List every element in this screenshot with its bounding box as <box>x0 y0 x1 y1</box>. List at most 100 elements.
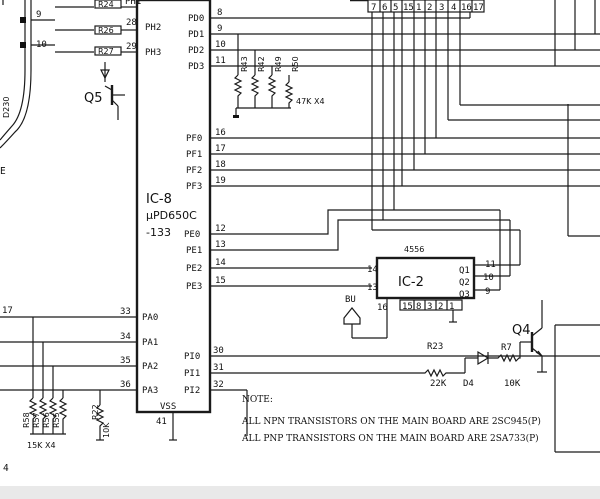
pin-34-num: 34 <box>120 332 131 342</box>
pin-pe3-label: PE3 <box>186 282 202 292</box>
r55-label: R55 <box>52 412 61 428</box>
pin-30-num: 30 <box>213 346 224 356</box>
pin-16-num: 16 <box>215 128 226 138</box>
r43-label: R43 <box>240 56 249 72</box>
r26-label: R26 <box>98 26 114 35</box>
pin-36-num: 36 <box>120 380 131 390</box>
r42-label: R42 <box>257 56 266 72</box>
pd-bus <box>210 0 600 82</box>
ic2-pin-8: 8 <box>416 302 421 312</box>
top-connector <box>350 0 485 13</box>
net-9-label: 9 <box>36 10 41 20</box>
r23-label: R23 <box>427 342 443 352</box>
ic2-q1-label: Q1 <box>459 266 470 276</box>
pin-pe0-label: PE0 <box>184 230 200 240</box>
pin-11-num: 11 <box>215 56 226 66</box>
pe-bus <box>210 209 521 290</box>
pin-31-num: 31 <box>213 363 224 373</box>
ic2-pin-13: 13 <box>367 283 378 293</box>
conn-pin-7: 7 <box>371 3 376 13</box>
note-title: NOTE: <box>242 395 273 405</box>
pf-bus <box>210 12 600 230</box>
conn-pin-5: 5 <box>393 3 398 13</box>
ic2-body <box>375 256 476 300</box>
r49-label: R49 <box>274 56 283 72</box>
ic2-bottom-pins <box>399 299 463 323</box>
pin-9-num: 9 <box>217 24 222 34</box>
bu-terminal <box>343 298 388 339</box>
r7-value: 10K <box>504 379 521 389</box>
ic2-q2-label: Q2 <box>459 278 470 288</box>
pin-pf3-label: PF3 <box>186 182 202 192</box>
ic2-pin-9: 9 <box>485 287 490 297</box>
ic8-vss-pin: 41 <box>156 417 167 427</box>
pin-18-num: 18 <box>215 160 226 170</box>
pin-pa1-label: PA1 <box>142 338 158 348</box>
conn-pin-4: 4 <box>451 3 456 13</box>
r7-label: R7 <box>501 343 512 353</box>
pi-bus <box>210 342 600 436</box>
pin-pa3-label: PA3 <box>142 386 158 396</box>
pin-28-num: 28 <box>126 18 137 28</box>
pin-pi1-label: PI1 <box>184 369 200 379</box>
r58-label: R58 <box>22 412 31 428</box>
pin-pe2-label: PE2 <box>186 264 202 274</box>
ic2-pin-1: 1 <box>449 302 454 312</box>
pin-8-num: 8 <box>217 8 222 18</box>
pin-pa2-label: PA2 <box>142 362 158 372</box>
d230-label: D230 <box>2 97 11 118</box>
pull-resistor-array <box>233 74 294 118</box>
ic2-pin-2: 2 <box>438 302 443 312</box>
pin-pd1-label: PD1 <box>188 30 204 40</box>
ic8-vss-label: VSS <box>160 402 176 412</box>
pin-12-num: 12 <box>215 224 226 234</box>
r24-label: R24 <box>98 0 114 9</box>
conn-pin-15: 15 <box>403 3 414 13</box>
r50-label: R50 <box>291 56 300 72</box>
ic8-suffix: -133 <box>146 226 171 239</box>
d4-label: D4 <box>463 379 474 389</box>
note-line-npn: ALL NPN TRANSISTORS ON THE MAIN BOARD AR… <box>241 416 541 427</box>
page-number: 4 <box>3 463 9 474</box>
pin-19-num: 19 <box>215 176 226 186</box>
pa-bus <box>0 316 177 441</box>
pin-pd2-label: PD2 <box>188 46 204 56</box>
ph-resistors <box>55 0 137 56</box>
footer-bar <box>0 486 600 499</box>
ic2-pin-15: 15 <box>402 302 413 312</box>
r23-value: 22K <box>430 379 447 389</box>
ic2-pin-16: 16 <box>377 303 388 313</box>
note-line-pnp: ALL PNP TRANSISTORS ON THE MAIN BOARD AR… <box>241 433 539 444</box>
q4-label: Q4 <box>512 323 531 338</box>
pin-pd0-label: PD0 <box>188 14 204 24</box>
q5-transistor <box>100 62 125 120</box>
ic2-pin-11: 11 <box>485 260 496 270</box>
edge-letter-e: E <box>0 166 6 177</box>
pin-32-num: 32 <box>213 380 224 390</box>
pin-pa0-label: PA0 <box>142 313 158 323</box>
bu-label: BU <box>345 295 356 305</box>
ic8-name: IC-8 <box>146 192 172 207</box>
conn-pin-6: 6 <box>382 3 387 13</box>
pin-10-num: 10 <box>215 40 226 50</box>
right-edge-blocks <box>554 104 600 453</box>
q5-label: Q5 <box>84 91 103 106</box>
ic2-part: 4556 <box>404 245 424 254</box>
ic2-pin-10: 10 <box>483 273 494 283</box>
pin-35-num: 35 <box>120 356 131 366</box>
r57-label: R57 <box>32 412 41 428</box>
bottom-value-label: 15K X4 <box>27 441 56 450</box>
pin-13-num: 13 <box>215 240 226 250</box>
pin-pi0-label: PI0 <box>184 352 200 362</box>
net-17-label: 17 <box>2 306 13 316</box>
conn-pin-3: 3 <box>439 3 444 13</box>
pin-15-num: 15 <box>215 276 226 286</box>
ic2-outputs <box>474 264 520 291</box>
pin-ph2-label: PH2 <box>145 23 161 33</box>
pin-pe1-label: PE1 <box>186 246 202 256</box>
ic2-pin-3: 3 <box>427 302 432 312</box>
conn-pin-16: 16 <box>461 3 472 13</box>
ph1-pin-fragment: PH1 <box>125 0 141 7</box>
ic2-name: IC-2 <box>398 275 424 290</box>
net-10-label: 10 <box>36 40 47 50</box>
